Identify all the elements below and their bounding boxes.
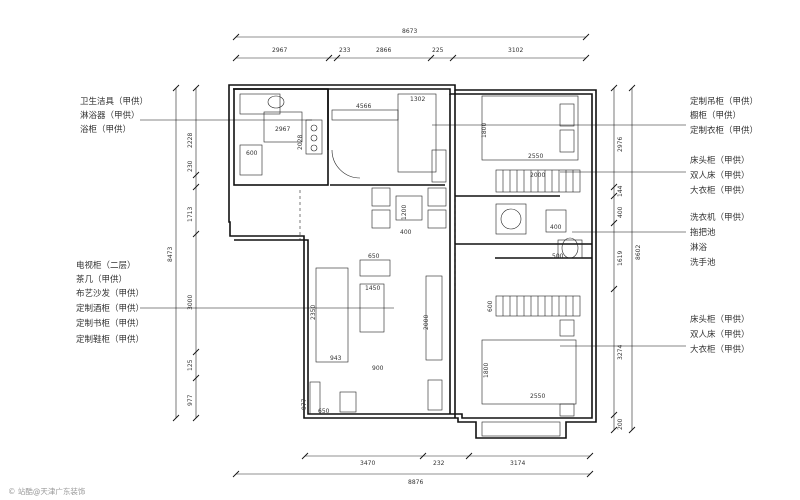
- bed1-width-dim: 1800: [481, 123, 488, 138]
- right-seg-2: 144: [617, 185, 624, 197]
- label-bath-cabinet: 浴柜（甲供）: [80, 124, 131, 135]
- kitchen-fixtures: 4566 1302: [331, 93, 447, 183]
- top-total-dim: 8673: [402, 28, 417, 35]
- label-cupboard: 橱柜（甲供）: [690, 110, 741, 121]
- bedroom-2: 600 1800 2550: [481, 295, 581, 417]
- bath-height-dim: 2028: [297, 135, 304, 150]
- left-total-dim: 8473: [167, 247, 174, 262]
- bottom-total-dim: 8876: [408, 479, 423, 486]
- label-double-bed-2: 双人床（甲供）: [690, 329, 750, 340]
- left-seg-5: 125: [187, 359, 194, 371]
- living-depth-dim: 2000: [423, 315, 430, 330]
- label-sanitary: 卫生洁具（甲供）: [80, 96, 148, 107]
- left-labels-bottom: 电视柜（二层） 茶几（甲供） 布艺沙发（甲供） 定制酒柜（甲供） 定制书柜（甲供…: [76, 260, 394, 345]
- right-dimension-chain: 8602 2976 144 400 1619 3274 200: [610, 84, 642, 434]
- label-big-wardrobe-1: 大衣柜（甲供）: [690, 185, 750, 196]
- walls: [228, 84, 597, 439]
- dining-dim-b: 400: [400, 229, 412, 236]
- left-seg-2: 230: [187, 160, 194, 172]
- bathroom-fixtures: 2967 600 2028: [239, 93, 323, 176]
- sofa-width-dim: 1450: [365, 285, 380, 292]
- right-labels-top: 定制吊柜（甲供） 橱柜（甲供） 定制衣柜（甲供）: [432, 96, 758, 136]
- label-bookcase: 定制书柜（甲供）: [76, 318, 144, 329]
- right-labels-bottom: 床头柜（甲供） 双人床（甲供） 大衣柜（甲供）: [560, 314, 750, 355]
- right-seg-5: 3274: [617, 345, 624, 360]
- right-labels-wash: 洗衣机（甲供） 拖把池 淋浴 洗手池: [572, 212, 750, 268]
- left-seg-3: 1713: [187, 207, 194, 222]
- bath-width-dim: 600: [246, 150, 258, 157]
- bed1-bed-dim: 2550: [528, 153, 543, 160]
- left-labels-top: 卫生洁具（甲供） 淋浴器（甲供） 浴柜（甲供）: [80, 96, 312, 135]
- bedroom-1: 1800 2550 2000: [481, 95, 581, 193]
- label-wine-cabinet: 定制酒柜（甲供）: [76, 303, 144, 314]
- bath-top-dim: 2967: [275, 126, 290, 133]
- left-seg-4: 3000: [187, 295, 194, 310]
- label-mop-sink: 拖把池: [690, 227, 716, 238]
- wash-b-dim: 500: [552, 253, 564, 260]
- label-shower: 淋浴器（甲供）: [80, 110, 140, 121]
- right-seg-6: 200: [617, 418, 624, 430]
- label-hanging-cabinet: 定制吊柜（甲供）: [690, 96, 758, 107]
- living-bottom-a: 943: [330, 355, 342, 362]
- bottom-seg-1: 3470: [360, 460, 375, 467]
- living-bottom-b: 900: [372, 365, 384, 372]
- tv-width-dim: 650: [368, 253, 380, 260]
- label-bedside-2: 床头柜（甲供）: [690, 314, 750, 325]
- wash-width-dim: 400: [550, 224, 562, 231]
- left-dimension-chain: 8473 2228 230 1713 3000 125 977: [167, 84, 200, 422]
- right-seg-3: 400: [617, 206, 624, 218]
- top-seg-1: 2967: [272, 47, 287, 54]
- label-sofa: 布艺沙发（甲供）: [76, 288, 144, 299]
- label-tea-table: 茶几（甲供）: [76, 274, 127, 285]
- kitchen-top-dim: 1302: [410, 96, 425, 103]
- top-seg-4: 225: [432, 47, 444, 54]
- right-total-dim: 8602: [635, 245, 642, 260]
- bed2-side-dim: 600: [487, 300, 494, 312]
- bottom-seg-3: 3174: [510, 460, 525, 467]
- bed2-bed-dim: 2550: [530, 393, 545, 400]
- bed2-height-dim: 1800: [483, 363, 490, 378]
- left-seg-1: 2228: [187, 133, 194, 148]
- living-room: 650 1450 2350 2000 943 900 977 650: [301, 253, 443, 415]
- label-shoe-cabinet: 定制鞋柜（甲供）: [76, 334, 144, 345]
- laundry-area: 400 500: [495, 203, 583, 260]
- right-seg-4: 1619: [617, 251, 624, 266]
- top-seg-2: 233: [339, 47, 351, 54]
- dining-area: 1200 400: [299, 187, 456, 290]
- bottom-dimension-chain: 3470 232 3174 8876: [232, 452, 594, 486]
- label-washbasin: 洗手池: [690, 257, 716, 268]
- sofa-depth-dim: 2350: [310, 305, 317, 320]
- label-double-bed-1: 双人床（甲供）: [690, 170, 750, 181]
- right-labels-mid: 床头柜（甲供） 双人床（甲供） 大衣柜（甲供）: [560, 155, 750, 196]
- kitchen-width-dim: 4566: [356, 103, 371, 110]
- dining-dim-a: 1200: [401, 205, 408, 220]
- label-washing-machine: 洗衣机（甲供）: [690, 212, 750, 223]
- watermark-text: © 站酷@天津广东装饰: [8, 486, 86, 496]
- bottom-seg-2: 232: [433, 460, 445, 467]
- hall-dim-b: 650: [318, 408, 330, 415]
- top-seg-3: 2866: [376, 47, 391, 54]
- top-dimension-chain: 8673 2967 233 2866 225 3102: [232, 28, 590, 62]
- left-seg-6: 977: [187, 394, 194, 406]
- label-wardrobe-1: 定制衣柜（甲供）: [690, 125, 758, 136]
- label-tv-cabinet: 电视柜（二层）: [76, 260, 136, 271]
- bed1-robe-dim: 2000: [530, 172, 545, 179]
- label-shower-2: 淋浴: [690, 242, 708, 253]
- label-bedside-1: 床头柜（甲供）: [690, 155, 750, 166]
- hall-dim-a: 977: [301, 398, 308, 410]
- right-seg-1: 2976: [617, 137, 624, 152]
- top-seg-5: 3102: [508, 47, 523, 54]
- label-big-wardrobe-2: 大衣柜（甲供）: [690, 344, 750, 355]
